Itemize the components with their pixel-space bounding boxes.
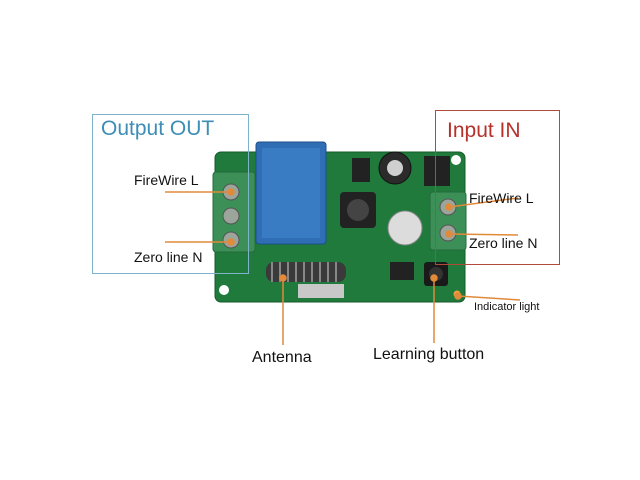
chip: [352, 158, 370, 182]
learning-button-label: Learning button: [373, 346, 485, 363]
antenna-spring: [266, 262, 346, 282]
capacitor-2: [387, 210, 423, 246]
mounting-hole: [451, 155, 461, 165]
output-zero-line-label: Zero line N: [134, 249, 203, 265]
output-terminal-screw: [222, 207, 240, 225]
capacitor-top: [387, 160, 403, 176]
antenna-label: Antenna: [252, 349, 312, 366]
mounting-hole: [219, 285, 229, 295]
input-box: [435, 110, 560, 265]
crystal: [298, 284, 344, 298]
relay-top: [262, 148, 320, 238]
output-firewire-label: FireWire L: [134, 172, 199, 188]
input-zero-line-label: Zero line N: [469, 235, 538, 251]
leader-lines: [165, 188, 521, 345]
indicator-light-label: Indicator light: [474, 301, 540, 313]
output-title: Output OUT: [101, 117, 215, 140]
input-title: Input IN: [447, 119, 521, 142]
chip: [424, 156, 450, 186]
chip: [390, 262, 414, 280]
input-firewire-label: FireWire L: [469, 190, 534, 206]
inductor-coil: [347, 199, 369, 221]
output-box: [92, 114, 249, 274]
